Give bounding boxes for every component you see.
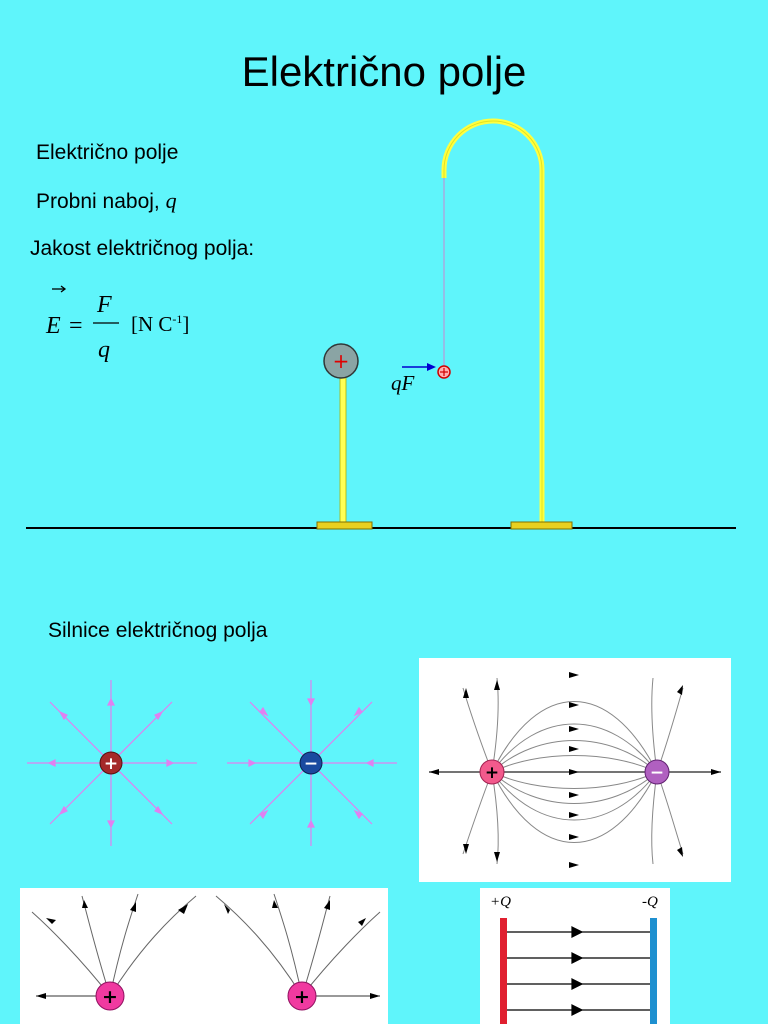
formula-unit: [N C-1] — [131, 312, 189, 336]
vector-arrow-head — [60, 285, 67, 293]
field-strength-formula: E = F q [N C-1] — [40, 282, 240, 372]
bullet-field-strength: Jakost električnog polja: — [30, 237, 255, 260]
formula-equals: = — [69, 313, 83, 339]
negative-charge-field: − — [227, 680, 397, 846]
left-stand-rod — [339, 371, 347, 525]
dipole-panel: + − — [419, 658, 731, 882]
like-charge-right — [287, 981, 317, 1011]
like-charges-field: + + — [31, 893, 381, 1011]
like-charges-arrowheads — [36, 900, 380, 999]
like-charge-left-sign: + — [102, 986, 118, 1008]
positive-charge-sign: + — [104, 754, 118, 774]
formula-numerator: F — [96, 292, 112, 318]
dipole-negative — [644, 759, 670, 785]
positive-charge-field: + — [27, 680, 197, 846]
formula-graphic: E = F q [N C-1] — [45, 285, 189, 363]
negative-charge — [299, 751, 323, 775]
dipole-positive — [479, 759, 505, 785]
plate-right-label: -Q — [642, 894, 658, 910]
positive-charge — [99, 751, 123, 775]
right-stand-base — [510, 521, 573, 530]
like-charges-panel: + + — [20, 888, 388, 1024]
formula-denominator: q — [98, 337, 110, 363]
like-charges-field-lines — [31, 893, 381, 997]
bullet-test-charge-label: Probni naboj, — [36, 190, 166, 213]
like-charge-left — [95, 981, 125, 1011]
like-charge-right-sign: + — [294, 986, 310, 1008]
dipole-negative-sign: − — [650, 763, 664, 783]
dipole-positive-sign: + — [485, 763, 499, 783]
plate-field-lines — [507, 926, 650, 1016]
bullet-test-charge: Probni naboj, q — [36, 188, 177, 214]
hanger-arm-edge — [443, 120, 543, 524]
parallel-plates-field: +Q -Q — [490, 894, 658, 1024]
positive-plate — [500, 918, 507, 1024]
slide-title: Električno polje — [241, 48, 527, 95]
left-stand-base — [316, 521, 373, 530]
plate-left-label: +Q — [490, 894, 511, 910]
force-label: qF — [391, 371, 415, 395]
source-sphere — [323, 343, 359, 379]
bullet-electric-field: Električno polje — [36, 141, 179, 164]
demo-apparatus: + qF — [26, 118, 736, 530]
hanger-arm — [441, 118, 545, 524]
negative-plate — [650, 918, 657, 1024]
section-title: Silnice električnog polja — [48, 619, 268, 642]
formula-lhs: E — [45, 313, 61, 339]
dipole-field: + − — [429, 672, 721, 868]
source-sphere-sign: + — [333, 349, 350, 373]
force-arrow-head — [427, 363, 436, 371]
positive-field-lines — [27, 680, 197, 846]
parallel-plates-panel: +Q -Q — [480, 888, 670, 1024]
symbol-q: q — [165, 188, 177, 213]
dipole-arrowheads — [429, 672, 721, 868]
negative-charge-sign: − — [304, 754, 318, 774]
